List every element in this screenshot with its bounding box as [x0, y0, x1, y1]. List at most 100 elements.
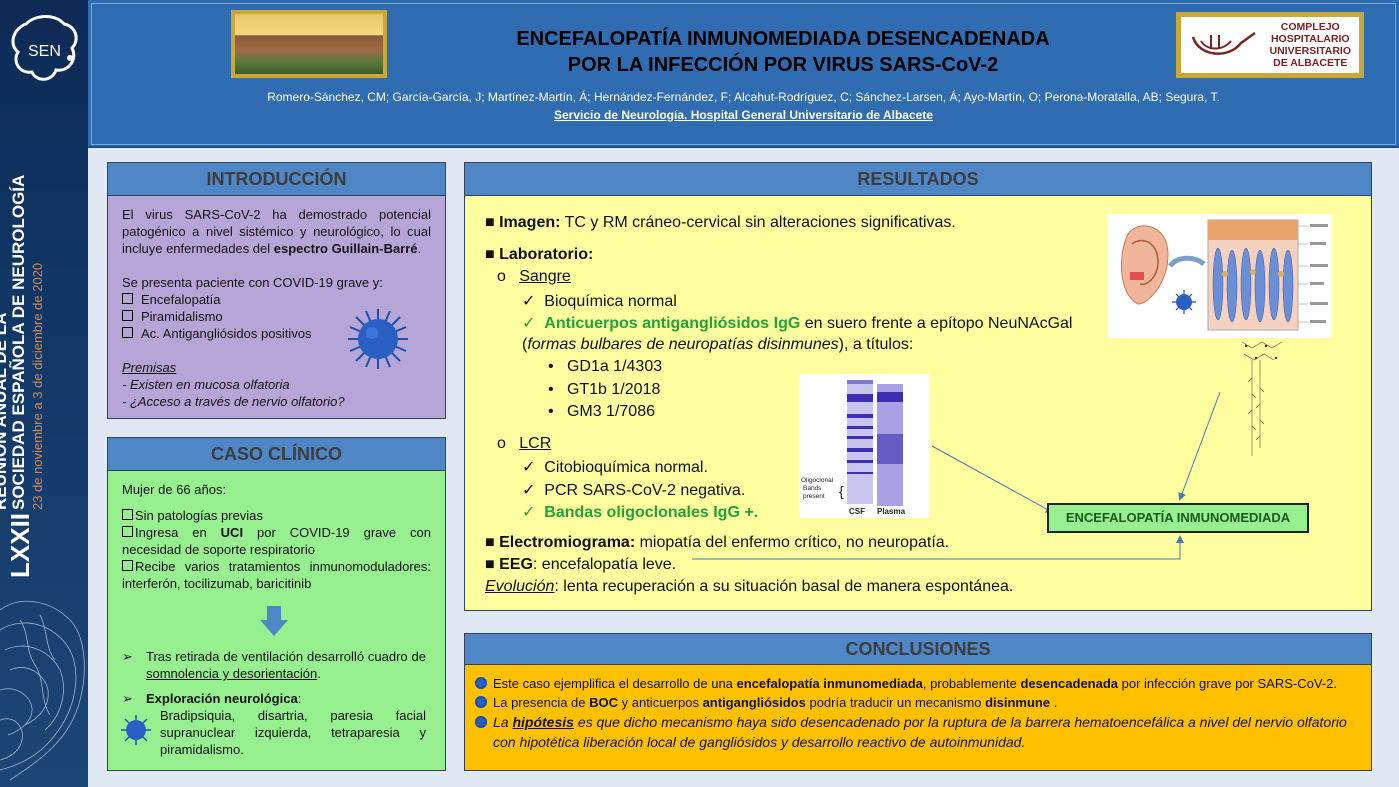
- neuro-exam-title: Exploración neurológica: [146, 691, 298, 706]
- case-evolution-text: .: [317, 666, 321, 681]
- result-sublabel: Sangre: [519, 268, 571, 285]
- virus-icon: [121, 715, 151, 745]
- case-item: Sin patologías previas: [122, 507, 431, 524]
- introduction-case-line: Se presenta paciente con COVID-19 grave …: [122, 275, 383, 290]
- service-affiliation: Servicio de Neurología. Hospital General…: [553, 108, 933, 122]
- case-item-text: por COVID-19 grave con necesidad de sopo…: [122, 525, 431, 557]
- poster-header: ENCEFALOPATÍA INMUNOMEDIADA DESENCADENAD…: [88, 0, 1399, 148]
- conclusion-bold: encefalopatía inmunomediada: [736, 676, 923, 691]
- conclusion-text: La: [493, 714, 513, 730]
- intro-item-label: Ac. Antigangliósidos positivos: [141, 326, 312, 341]
- result-text: TC y RM cráneo-cervical sin alteraciones…: [560, 214, 956, 231]
- virus-bullet-icon: [475, 696, 487, 708]
- intro-item: Ac. Antigangliósidos positivos: [122, 325, 431, 342]
- arrow-bullet-icon: ➢: [122, 649, 133, 664]
- case-evolution-underlined: somnolencia y desorientación: [146, 666, 318, 681]
- conclusion-text: La presencia de: [493, 695, 590, 710]
- conclusions-panel: CONCLUSIONES Este caso ejemplifica el de…: [464, 633, 1372, 771]
- brain-illustration: [0, 600, 85, 781]
- conclusion-bold: desencadenada: [1020, 676, 1119, 691]
- intro-text: .: [417, 241, 422, 256]
- olfactory-diagram: [1120, 219, 1328, 331]
- virus-bullet-icon: [475, 677, 487, 689]
- result-anticuerpos-cont: (formas bulbares de neuropatías disinmun…: [522, 336, 913, 354]
- gel-side-label: present: [803, 493, 825, 500]
- checkbox-icon: [122, 526, 133, 537]
- result-laboratorio: ■ Laboratorio:: [485, 246, 594, 263]
- intro-text-bold: espectro Guillain-Barré: [273, 241, 418, 256]
- checkbox-icon: [122, 509, 133, 520]
- intro-item: Piramidalismo: [122, 308, 431, 325]
- result-italic: formas bulbares de neuropatías disinmune…: [527, 336, 839, 353]
- checkbox-icon: [122, 560, 133, 571]
- meeting-line2: SOCIEDAD ESPAÑOLA DE NEUROLOGÍA: [9, 174, 28, 510]
- conclusion-bold: disinmune: [985, 695, 1051, 710]
- introduction-heading: INTRODUCCIÓN: [108, 163, 445, 196]
- svg-text:{: {: [839, 483, 844, 499]
- conclusion-item: La hipótesis es que dicho mecanismo haya…: [475, 712, 1361, 752]
- titulo-item: • GT1b 1/2018: [548, 381, 661, 398]
- case-intro: Mujer de 66 años:: [122, 482, 227, 497]
- sidebar: SEN LXXII REUNIÓN ANUAL DE LA SOCIEDAD E…: [0, 0, 88, 787]
- results-heading: RESULTADOS: [465, 163, 1371, 196]
- conclusion-item: Este caso ejemplifica el desarrollo de u…: [475, 674, 1361, 693]
- checkbox-icon: [122, 310, 133, 321]
- conclusion-text: .: [1050, 695, 1058, 710]
- result-text: ), a títulos:: [838, 336, 914, 353]
- result-pcr: ✓ PCR SARS-CoV-2 negativa.: [522, 482, 746, 499]
- result-lcr: o LCR: [497, 435, 552, 452]
- result-text: : encefalopatía leve.: [532, 556, 677, 573]
- result-bandas: ✓ Bandas oligoclonales IgG +.: [522, 504, 759, 521]
- result-eeg: ■ EEG: encefalopatía leve.: [485, 556, 677, 573]
- result-text: en suero frente a epítopo NeuNAcGal: [800, 315, 1073, 332]
- hospital-photo-image: [235, 14, 383, 74]
- title-line1: ENCEFALOPATÍA INMUNOMEDIADA DESENCADENAD…: [516, 28, 1050, 50]
- checkbox-icon: [122, 293, 133, 304]
- intro-text: El virus SARS-CoV-2 ha demostrado potenc…: [122, 207, 431, 256]
- hospital-logo-line: DE ALBACETE: [1273, 57, 1348, 69]
- conclusion-bold: hipótesis: [512, 714, 574, 730]
- authors: Romero-Sánchez, CM; García-García, J; Ma…: [267, 90, 1220, 104]
- conclusions-heading: CONCLUSIONES: [465, 634, 1371, 665]
- case-item-text: Ingresa en: [135, 525, 221, 540]
- titulo-text: GT1b 1/2018: [566, 381, 661, 398]
- case-evolution-text: Tras retirada de ventilación desarrolló …: [146, 649, 426, 664]
- conclusion-text: , probablemente: [922, 676, 1021, 691]
- result-imagen: ■ Imagen: TC y RM cráneo-cervical sin al…: [485, 214, 956, 231]
- case-evolution-item: ➢ Tras retirada de ventilación desarrolló…: [122, 648, 426, 682]
- result-text: : lenta recuperación a su situación basa…: [554, 578, 1014, 595]
- result-text: Citobioquímica normal.: [544, 459, 708, 476]
- titulo-text: GM3 1/7086: [566, 403, 655, 420]
- titulo-item: • GD1a 1/4303: [548, 358, 663, 375]
- result-text: Bioquímica normal: [544, 293, 677, 310]
- ganglioside-molecule: [1241, 341, 1283, 456]
- result-text: miopatía del enfermo crítico, no neuropa…: [635, 534, 950, 551]
- hospital-logo-icon: [1191, 31, 1256, 55]
- result-emg: ■ Electromiograma: miopatía del enfermo …: [485, 534, 950, 551]
- gel-side-label: Oligoclonal: [801, 477, 834, 484]
- meeting-dates: 23 de noviembre a 3 de diciembre de 2020: [30, 262, 45, 510]
- result-label: EEG: [499, 556, 533, 573]
- hospital-photo: [231, 10, 387, 78]
- result-label: Imagen:: [499, 214, 561, 231]
- conclusion-text: por infección grave por SARS-CoV-2.: [1118, 676, 1337, 691]
- conclusion-text: y anticuerpos: [618, 695, 703, 710]
- introduction-panel: INTRODUCCIÓN El virus SARS-CoV-2 ha demo…: [107, 162, 446, 419]
- titulo-text: GD1a 1/4303: [566, 358, 663, 375]
- hospital-logo-text: COMPLEJO HOSPITALARIO UNIVERSITARIO DE A…: [1270, 21, 1351, 69]
- result-green-text: Bandas oligoclonales IgG +.: [544, 504, 759, 521]
- virus-icon: [348, 309, 408, 369]
- conclusion-text: es que dicho mecanismo haya sido desenca…: [493, 714, 1347, 750]
- result-evolucion: Evolución: lenta recuperación a su situa…: [485, 578, 1013, 596]
- case-item-text: Recibe varios tratamientos inmunomodulad…: [122, 559, 431, 591]
- edition-label: LXXII: [5, 512, 35, 578]
- hospital-logo-line: COMPLEJO: [1280, 21, 1340, 33]
- virus-bullet-icon: [475, 716, 487, 728]
- conclusion-item: La presencia de BOC y anticuerpos antiga…: [475, 693, 1361, 712]
- hospital-logo-line: HOSPITALARIO: [1270, 33, 1350, 45]
- case-item-text: Sin patologías previas: [135, 508, 263, 523]
- titulo-item: • GM3 1/7086: [548, 403, 655, 420]
- result-label: Laboratorio:: [499, 246, 594, 263]
- result-text: (: [522, 336, 528, 353]
- case-heading: CASO CLÍNICO: [108, 438, 445, 471]
